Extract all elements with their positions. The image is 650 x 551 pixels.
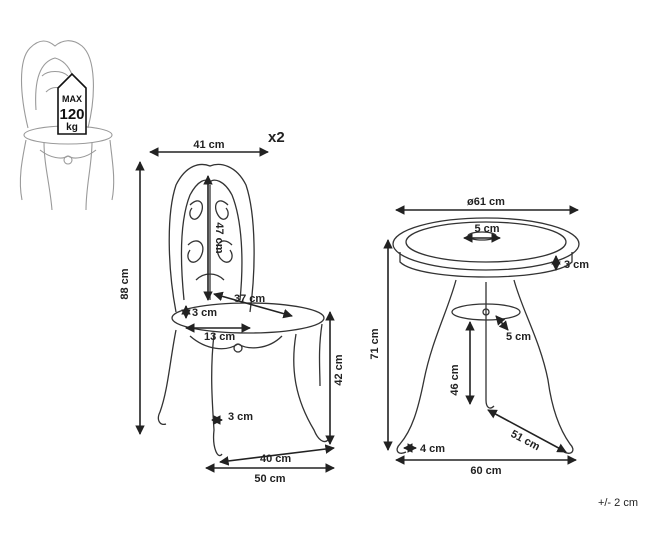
chair-leg-offset-label: 3 cm (228, 411, 253, 423)
chair-seat-depth-label: 37 cm (234, 293, 265, 305)
chair-base-width-label: 50 cm (254, 473, 285, 485)
chair-back-height-label: 47 cm (213, 222, 225, 253)
table-base-width-label: 60 cm (470, 465, 501, 477)
quantity-label: x2 (268, 129, 285, 146)
table-height-label: 71 cm (369, 328, 381, 359)
table-leg-span-label: 51 cm (509, 428, 542, 453)
chair-foot-width-label: 40 cm (260, 453, 291, 465)
table-hole-label: 5 cm (474, 223, 499, 235)
tolerance-note: +/- 2 cm (598, 497, 638, 509)
table-diameter-label: ø61 cm (467, 196, 505, 208)
chair-dimensions: 41 cm 88 cm 47 cm 37 cm 3 cm 13 cm 3 cm … (119, 139, 345, 485)
chair-seat-height-label: 42 cm (333, 354, 345, 385)
chair-seat-edge-label: 3 cm (192, 307, 217, 319)
table-top-thickness-label: 3 cm (564, 259, 589, 271)
chair-thumbnail (19, 40, 115, 211)
badge-max-label: MAX (62, 94, 82, 104)
table-dimensions: ø61 cm 5 cm 3 cm 71 cm 5 cm 46 cm 4 cm 5… (369, 196, 589, 477)
badge-weight-unit: kg (66, 122, 78, 133)
chair-drawing (157, 163, 329, 457)
table-drawing (392, 217, 580, 454)
weight-badge: MAX 120 kg (57, 72, 87, 135)
chair-height-label: 88 cm (119, 268, 131, 299)
table-shelf-height-label: 46 cm (449, 364, 461, 395)
table-foot-label: 4 cm (420, 443, 445, 455)
table-shelf-hole-label: 5 cm (506, 331, 531, 343)
chair-seat-inner-label: 13 cm (204, 331, 235, 343)
chair-width-label: 41 cm (193, 139, 224, 151)
badge-weight-value: 120 (59, 106, 84, 123)
